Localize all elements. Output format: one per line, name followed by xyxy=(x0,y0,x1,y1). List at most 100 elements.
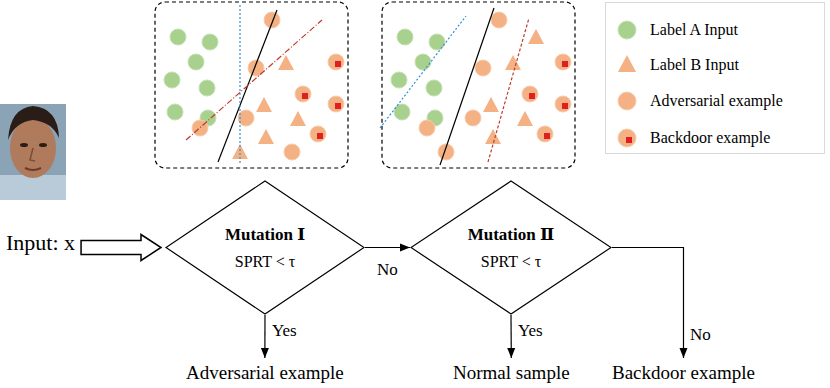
legend-swatch xyxy=(614,90,640,112)
label-b-point xyxy=(528,29,544,44)
input-label: Input: x xyxy=(6,230,75,256)
backdoor-point xyxy=(522,86,538,102)
photo-mouth xyxy=(25,168,41,170)
legend-swatch xyxy=(614,127,640,149)
decision-diamond: Mutation Ⅰ SPRT < τ xyxy=(165,180,365,315)
decision-diamond: Mutation Ⅱ SPRT < τ xyxy=(410,180,612,315)
legend-text: Backdoor example xyxy=(650,129,770,147)
photo-face xyxy=(10,118,56,178)
label-a-point xyxy=(164,72,180,88)
label-a-point xyxy=(188,54,204,70)
edge-label: No xyxy=(688,325,713,345)
outcome-label: Adversarial example xyxy=(186,362,344,384)
dashed-frame xyxy=(155,2,348,168)
node-text: SPRT < τ xyxy=(235,253,295,271)
label-b-point xyxy=(517,111,533,126)
node-title: Mutation Ⅱ xyxy=(468,224,555,245)
adversarial-point xyxy=(264,12,280,28)
outcome-label: Normal sample xyxy=(453,362,570,384)
boundary-line xyxy=(440,8,494,165)
outcome-label: Backdoor example xyxy=(612,362,755,384)
label-b-point xyxy=(256,97,272,112)
swatch-square xyxy=(626,137,632,143)
backdoor-point xyxy=(555,96,571,112)
diamond-outline xyxy=(410,180,612,315)
node-title: Backdoor example xyxy=(612,362,755,384)
legend-item: Label B Input xyxy=(614,54,739,76)
backdoor-point xyxy=(328,54,344,70)
backdoor-point xyxy=(310,126,326,142)
flow-arrow xyxy=(365,247,410,248)
label-b-point xyxy=(483,97,499,112)
label-a-point xyxy=(397,29,413,45)
label-b-point xyxy=(485,129,501,144)
diamond-shape xyxy=(166,181,364,314)
diamond-text: Mutation Ⅰ SPRT < τ xyxy=(165,180,365,315)
label-a-point xyxy=(167,104,183,120)
label-a-point xyxy=(170,29,186,45)
adversarial-point xyxy=(465,110,481,126)
boundary-line xyxy=(239,5,240,165)
node-title: Adversarial example xyxy=(186,362,344,384)
label-b-point xyxy=(290,111,306,126)
legend-item: Label A Input xyxy=(614,19,738,41)
node-title: Normal sample xyxy=(453,362,570,384)
photo-shirt xyxy=(0,175,66,200)
label-b-point xyxy=(258,129,274,144)
adversarial-point xyxy=(475,60,491,76)
backdoor-point xyxy=(537,126,553,142)
adversarial-point xyxy=(284,144,300,160)
node-text: SPRT < τ xyxy=(481,253,541,271)
swatch-circle xyxy=(618,21,636,39)
swatch-triangle xyxy=(618,55,636,72)
diamond-shape xyxy=(411,181,611,314)
face-photo xyxy=(0,104,66,200)
diamond-text: Mutation Ⅱ SPRT < τ xyxy=(410,180,612,315)
swatch-circle xyxy=(618,129,636,147)
decision-boundary-plot xyxy=(380,2,575,168)
legend: Label A InputLabel B InputAdversarial ex… xyxy=(605,2,825,154)
diamond-outline xyxy=(165,180,365,315)
label-a-point xyxy=(426,80,442,96)
backdoor-point xyxy=(328,96,344,112)
legend-swatch xyxy=(614,19,640,41)
adversarial-point xyxy=(491,12,507,28)
backdoor-point xyxy=(555,54,571,70)
edge-label: Yes xyxy=(270,321,299,341)
legend-item: Adversarial example xyxy=(614,90,783,112)
flow-arrow xyxy=(612,248,683,359)
hollow-arrow xyxy=(81,235,161,261)
photo-nose xyxy=(30,148,35,161)
label-a-point xyxy=(429,34,445,50)
legend-text: Adversarial example xyxy=(650,92,783,110)
edge-label: Yes xyxy=(516,321,545,341)
legend-swatch xyxy=(614,54,640,76)
legend-text: Label B Input xyxy=(650,56,739,74)
legend-text: Label A Input xyxy=(650,21,738,39)
node-title: Input: x xyxy=(6,230,75,256)
label-a-point xyxy=(202,34,218,50)
photo-ground xyxy=(0,104,66,200)
boundary-line xyxy=(186,20,322,140)
flow-arrow xyxy=(264,315,265,358)
photo-eye xyxy=(39,143,47,147)
boundary-line xyxy=(380,16,466,128)
dashed-frame xyxy=(382,2,575,168)
swatch-circle xyxy=(618,92,636,110)
label-a-point xyxy=(415,54,431,70)
edge-label: No xyxy=(375,260,400,280)
photo-hair xyxy=(8,106,59,140)
decision-boundary-plot xyxy=(155,2,348,168)
node-title: Mutation Ⅰ xyxy=(225,224,305,245)
label-a-point xyxy=(394,104,410,120)
legend-item: Backdoor example xyxy=(614,127,770,149)
label-a-point xyxy=(199,80,215,96)
label-a-point xyxy=(391,72,407,88)
flow-arrow xyxy=(510,315,512,358)
adversarial-point xyxy=(419,120,435,136)
photo-eye xyxy=(20,143,28,147)
label-b-point xyxy=(505,55,521,70)
backdoor-point xyxy=(295,86,311,102)
boundary-line xyxy=(488,18,529,162)
